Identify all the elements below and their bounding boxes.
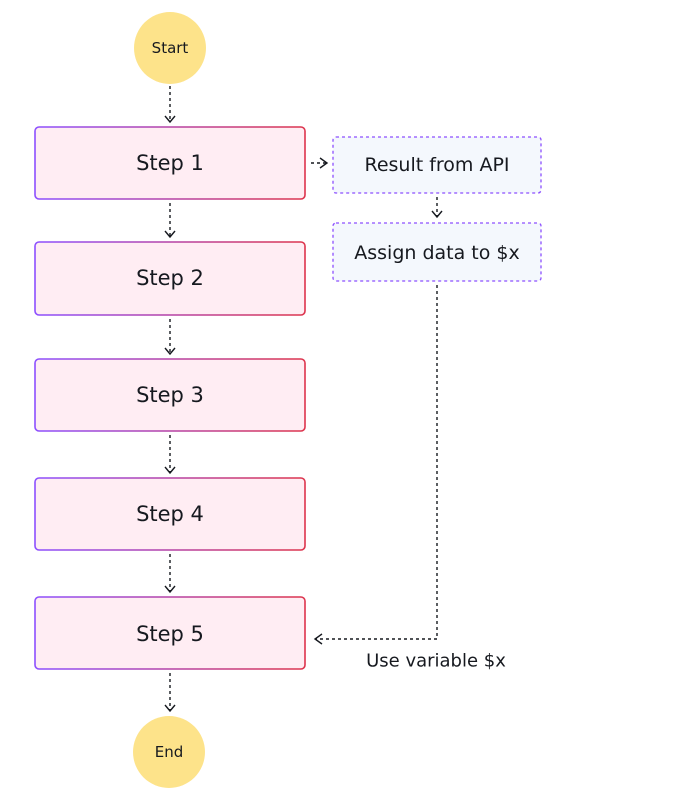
use-variable-label: Use variable $x [366, 651, 506, 672]
connector-step2-step3 [164, 319, 176, 356]
step-2-label: Step 2 [136, 266, 204, 290]
connector-assign-step5 [313, 285, 438, 645]
step-1-node: Step 1 [34, 126, 306, 200]
connector-api-result-assign [431, 197, 443, 219]
step-5-node: Step 5 [34, 596, 306, 670]
api-result-node: Result from API [332, 136, 542, 194]
connector-step1-api-result [311, 157, 329, 169]
step-3-label: Step 3 [136, 383, 204, 407]
step-5-label: Step 5 [136, 622, 204, 646]
step-1-label: Step 1 [136, 151, 204, 175]
connector-start-step1 [164, 86, 176, 124]
api-result-label: Result from API [364, 154, 509, 176]
end-node: End [133, 716, 205, 788]
connector-step3-step4 [164, 435, 176, 475]
end-label: End [155, 743, 184, 761]
connector-step5-end [164, 673, 176, 713]
assign-data-label: Assign data to $x [354, 242, 520, 264]
assign-data-node: Assign data to $x [332, 222, 542, 282]
start-label: Start [152, 39, 189, 57]
start-node: Start [134, 12, 206, 84]
step-4-node: Step 4 [34, 477, 306, 551]
step-2-node: Step 2 [34, 241, 306, 316]
connector-step4-step5 [164, 554, 176, 594]
connector-step1-step2 [164, 203, 176, 239]
step-4-label: Step 4 [136, 502, 204, 526]
step-3-node: Step 3 [34, 358, 306, 432]
